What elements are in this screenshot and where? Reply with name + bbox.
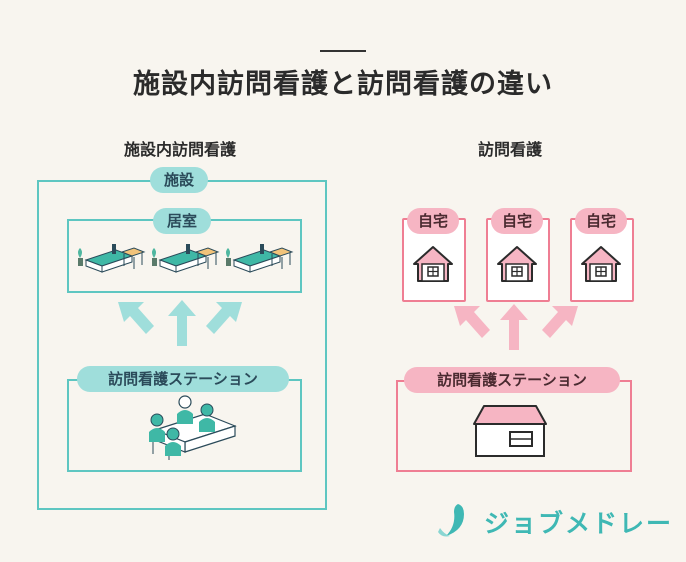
page-title: 施設内訪問看護と訪問看護の違い [133, 69, 553, 100]
teal-arrows [118, 300, 242, 346]
home-label-2: 自宅 [491, 208, 543, 234]
right-heading: 訪問看護 [477, 140, 542, 159]
jobmedley-logo-icon [438, 504, 464, 537]
home-label-3: 自宅 [575, 208, 627, 234]
house-icon [413, 246, 453, 282]
nurses-illustration [149, 395, 237, 460]
left-heading: 施設内訪問看護 [123, 140, 236, 159]
station-label-left: 訪問看護ステーション [77, 366, 289, 392]
house-icon [497, 246, 537, 282]
pink-arrows [454, 304, 578, 350]
facility-label: 施設 [150, 167, 208, 193]
station-label-right: 訪問看護ステーション [404, 367, 620, 393]
house-icon [581, 246, 621, 282]
station-building-icon [473, 405, 547, 457]
room-label: 居室 [153, 208, 211, 234]
logo-text: ジョブメドレー [484, 509, 674, 538]
title-divider [320, 50, 366, 52]
beds-illustration [78, 243, 293, 273]
home-label-1: 自宅 [407, 208, 459, 234]
